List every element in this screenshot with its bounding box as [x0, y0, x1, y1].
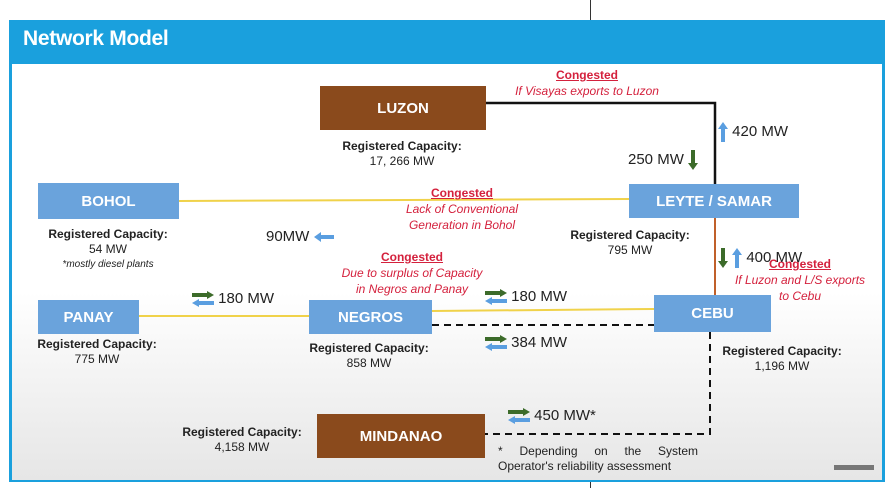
capacity-leyte: Registered Capacity: 795 MW	[560, 228, 700, 258]
flow-leyte-to-luzon: 420 MW	[718, 122, 788, 142]
down-arrow-icon	[688, 150, 699, 170]
flow-negros-cebu-dc: 384 MW	[485, 334, 568, 352]
flow-bohol-link-value: 90MW	[266, 228, 310, 245]
node-leyte-label: LEYTE / SAMAR	[656, 192, 772, 210]
capacity-negros-title: Registered Capacity:	[309, 341, 429, 355]
congestion-bohol-leyte-line2: Generation in Bohol	[408, 218, 516, 232]
node-negros-label: NEGROS	[337, 308, 403, 326]
node-luzon-label: LUZON	[377, 99, 429, 117]
flow-negros-cebu-dc-value: 384 MW	[511, 334, 568, 351]
congestion-bohol-leyte: Congested Lack of Conventional Generatio…	[372, 185, 552, 233]
network-diagram: LUZON BOHOL LEYTE / SAMAR PANAY NEGROS C…	[12, 64, 882, 480]
node-luzon: LUZON	[320, 86, 486, 130]
capacity-cebu-title: Registered Capacity:	[722, 344, 842, 358]
bidirectional-arrows-icon	[508, 408, 530, 425]
left-arrow-icon	[313, 232, 334, 243]
congestion-bohol-leyte-heading: Congested	[430, 186, 493, 200]
capacity-mindanao-value: 4,158 MW	[214, 440, 270, 454]
footnote: * Depending on the System Operator's rel…	[498, 444, 698, 473]
up-arrow-icon	[732, 248, 743, 268]
node-negros: NEGROS	[309, 300, 432, 334]
congestion-luzon-leyte: Congested If Visayas exports to Luzon	[482, 67, 692, 99]
flow-panay-negros-value: 180 MW	[218, 290, 275, 307]
congestion-luzon-leyte-reason: If Visayas exports to Luzon	[515, 84, 659, 98]
congestion-luzon-leyte-heading: Congested	[555, 68, 618, 82]
node-leyte-samar: LEYTE / SAMAR	[629, 184, 799, 218]
flow-leyte-to-luzon-value: 420 MW	[732, 122, 789, 140]
capacity-mindanao-title: Registered Capacity:	[182, 425, 302, 439]
congestion-bohol-leyte-line1: Lack of Conventional	[405, 202, 519, 216]
flow-negros-cebu-ac-value: 180 MW	[511, 288, 568, 305]
capacity-cebu: Registered Capacity: 1,196 MW	[712, 344, 852, 374]
capacity-bohol-value: 54 MW	[88, 242, 127, 256]
line-negros-cebu-ac	[431, 308, 655, 312]
capacity-negros: Registered Capacity: 858 MW	[299, 341, 439, 371]
down-arrow-icon	[718, 248, 728, 268]
node-cebu-label: CEBU	[691, 305, 734, 322]
capacity-bohol: Registered Capacity: 54 MW *mostly diese…	[33, 227, 183, 272]
capacity-luzon: Registered Capacity: 17, 266 MW	[332, 139, 472, 169]
capacity-cebu-value: 1,196 MW	[754, 359, 810, 373]
congestion-negros-cebu: Congested Due to surplus of Capacity in …	[312, 249, 512, 297]
slide-frame: Network Model LUZON BOHOL LEYTE / SAMAR	[9, 20, 885, 482]
node-mindanao: MINDANAO	[317, 414, 485, 458]
flow-panay-negros: 180 MW	[192, 290, 275, 308]
flow-luzon-to-leyte-value: 250 MW	[628, 150, 684, 168]
capacity-bohol-note: *mostly diesel plants	[62, 259, 154, 270]
node-cebu: CEBU	[654, 295, 771, 332]
capacity-luzon-title: Registered Capacity:	[342, 139, 462, 153]
capacity-leyte-title: Registered Capacity:	[570, 228, 690, 242]
slide-divider-top	[590, 0, 591, 20]
capacity-luzon-value: 17, 266 MW	[369, 154, 435, 168]
congestion-negros-cebu-line1: Due to surplus of Capacity	[341, 266, 483, 280]
capacity-negros-value: 858 MW	[346, 356, 392, 370]
capacity-panay-title: Registered Capacity:	[37, 337, 157, 351]
flow-mindanao-link: 450 MW*	[508, 407, 596, 425]
capacity-bohol-title: Registered Capacity:	[48, 227, 168, 241]
capacity-panay: Registered Capacity: 775 MW	[22, 337, 172, 367]
slide-divider-bottom	[590, 480, 591, 488]
congestion-negros-cebu-heading: Congested	[380, 250, 443, 264]
bidirectional-arrows-icon	[192, 291, 214, 308]
video-scrub-handle[interactable]	[834, 465, 874, 470]
flow-mindanao-link-value: 450 MW*	[534, 407, 596, 424]
bidirectional-arrows-icon	[485, 289, 507, 306]
node-bohol-label: BOHOL	[81, 192, 136, 210]
congestion-negros-cebu-line2: in Negros and Panay	[355, 282, 469, 296]
line-bohol-leyte	[178, 198, 630, 202]
capacity-mindanao: Registered Capacity: 4,158 MW	[172, 425, 312, 455]
node-bohol: BOHOL	[38, 183, 179, 219]
up-arrow-icon	[718, 122, 728, 142]
flow-negros-cebu-ac: 180 MW	[485, 288, 568, 306]
capacity-leyte-value: 795 MW	[607, 243, 653, 257]
bidirectional-arrows-icon	[485, 335, 507, 352]
congestion-leyte-cebu-heading: Congested	[768, 257, 831, 271]
flow-leyte-cebu-value: 400 MW	[746, 248, 803, 266]
node-panay: PANAY	[38, 300, 139, 334]
congestion-leyte-cebu: Congested If Luzon and L/S exports to Ce…	[720, 256, 880, 304]
flow-luzon-to-leyte: 250 MW	[628, 150, 699, 170]
congestion-leyte-cebu-line1: If Luzon and L/S exports	[734, 273, 866, 287]
flow-leyte-cebu: 400 MW	[718, 248, 802, 268]
node-panay-label: PANAY	[63, 308, 114, 326]
page-title: Network Model	[23, 27, 169, 50]
flow-bohol-link: 90MW	[266, 228, 334, 245]
line-cebu-mindanao	[485, 332, 711, 435]
capacity-panay-value: 775 MW	[74, 352, 120, 366]
connection-lines	[139, 101, 717, 435]
line-luzon-leyte	[486, 101, 717, 184]
congestion-leyte-cebu-line2: to Cebu	[778, 289, 822, 303]
node-mindanao-label: MINDANAO	[359, 427, 443, 445]
